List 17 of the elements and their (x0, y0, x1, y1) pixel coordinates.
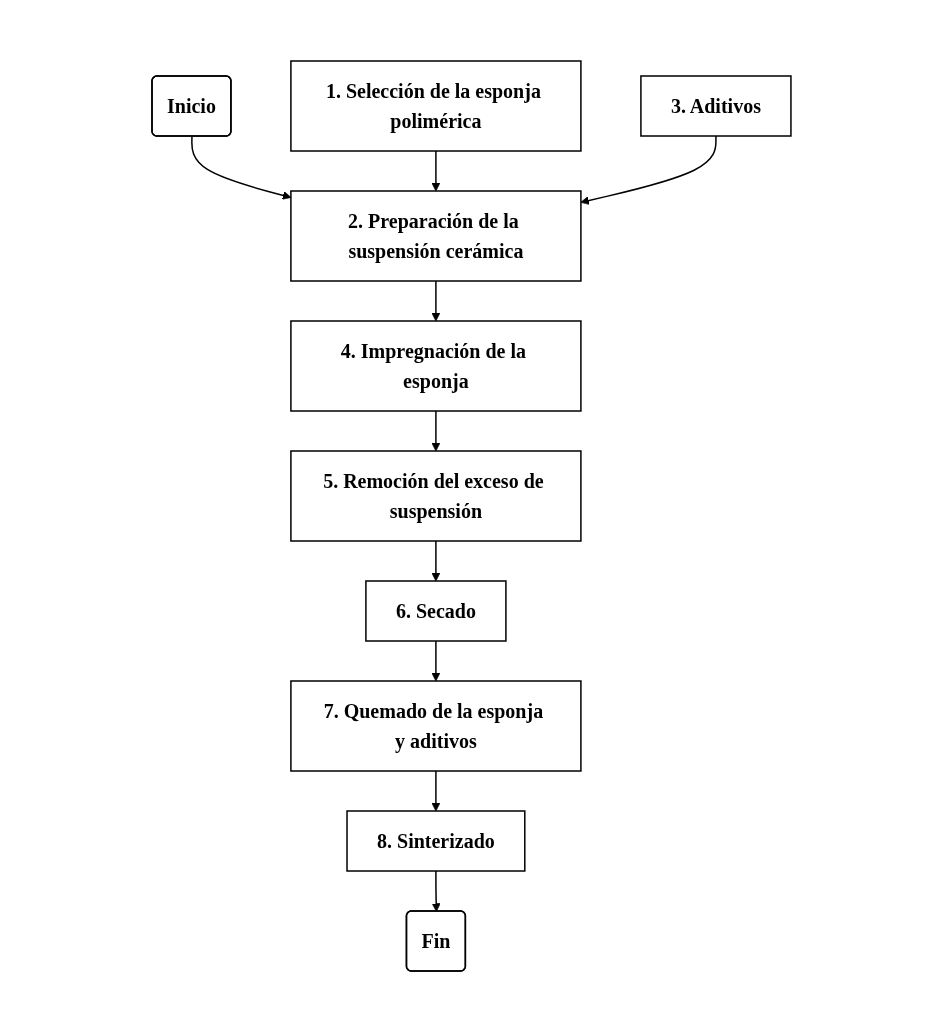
node-box: 6. Secado (364, 579, 507, 642)
arrow (580, 134, 717, 205)
node-box: 8. Sinterizado (345, 809, 526, 872)
node-box: 3. Aditivos (639, 74, 792, 137)
arrow (190, 135, 291, 200)
node-box: 4. Impregnación de la esponja (289, 319, 582, 412)
arrow (431, 279, 440, 321)
node-box: 5. Remoción del exceso de suspensión (289, 449, 582, 542)
arrow (431, 869, 441, 912)
node-box: 7. Quemado de la esponja y aditivos (289, 679, 582, 772)
arrow (431, 769, 440, 811)
arrow (431, 149, 440, 191)
node-box: 1. Selección de la esponja polimérica (289, 59, 582, 152)
node-box: 2. Preparación de la suspensión cerámica (289, 189, 582, 282)
arrow (431, 639, 440, 681)
arrow (431, 539, 440, 581)
arrow (431, 409, 440, 451)
